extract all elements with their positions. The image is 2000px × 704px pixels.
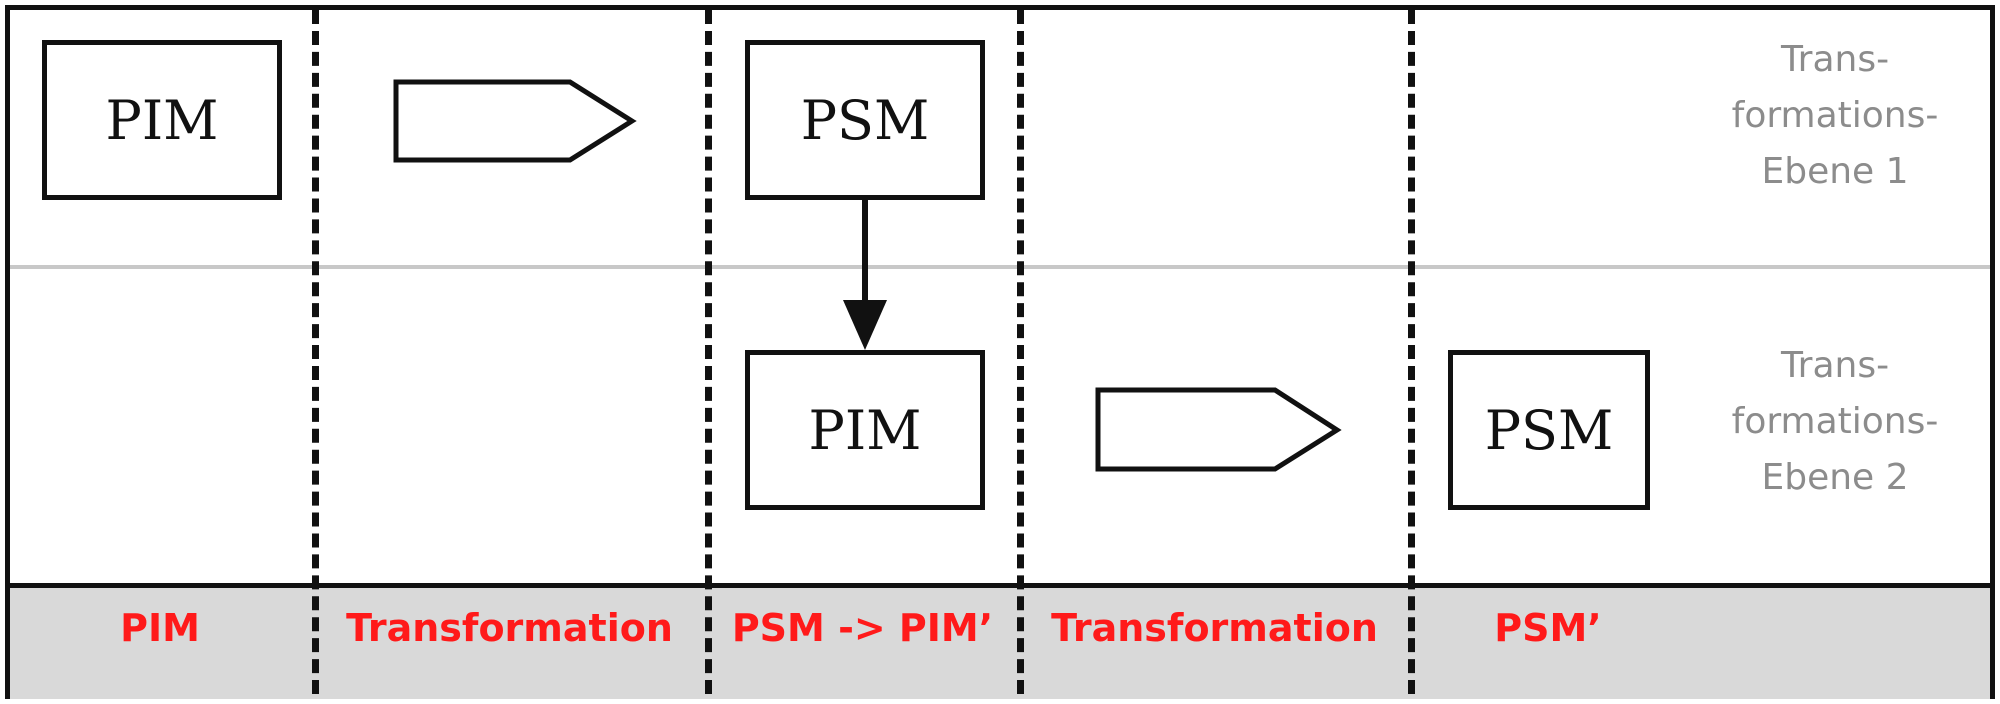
pim-box-level-1: PIM bbox=[42, 40, 282, 200]
psm-box-level-1: PSM bbox=[745, 40, 985, 200]
column-separator-1 bbox=[312, 10, 319, 694]
column-label-transformation-2: Transformation bbox=[1051, 606, 1378, 650]
row-label-level-1-line-3: Ebene 1 bbox=[1761, 151, 1909, 192]
pim-box-level-2: PIM bbox=[745, 350, 985, 510]
column-label-psm-prime: PSM’ bbox=[1494, 606, 1602, 650]
column-label-psm-to-pim: PSM -> PIM’ bbox=[731, 606, 994, 650]
column-separator-4 bbox=[1408, 10, 1415, 694]
pim-box-level-1-label: PIM bbox=[105, 88, 219, 152]
column-label-bar bbox=[10, 583, 1990, 699]
psm-box-level-1-label: PSM bbox=[800, 88, 930, 152]
pim-box-level-2-label: PIM bbox=[808, 398, 922, 462]
column-separator-2 bbox=[705, 10, 712, 694]
row-label-level-2: Trans- formations- Ebene 2 bbox=[1705, 338, 1965, 506]
column-label-pim: PIM bbox=[120, 606, 200, 650]
psm-box-level-2: PSM bbox=[1448, 350, 1650, 510]
level-divider bbox=[10, 265, 1990, 269]
column-separator-3 bbox=[1017, 10, 1024, 694]
row-label-level-1-line-2: formations- bbox=[1731, 95, 1939, 136]
transformation-arrow-level-2 bbox=[1095, 387, 1342, 472]
row-label-level-2-line-2: formations- bbox=[1731, 401, 1939, 442]
row-label-level-2-line-1: Trans- bbox=[1780, 345, 1890, 386]
row-label-level-1-line-1: Trans- bbox=[1780, 39, 1890, 80]
row-label-level-1: Trans- formations- Ebene 1 bbox=[1705, 32, 1965, 200]
row-label-level-2-line-3: Ebene 2 bbox=[1761, 457, 1909, 498]
column-label-transformation-1: Transformation bbox=[346, 606, 673, 650]
transformation-arrow-level-1 bbox=[393, 79, 637, 163]
psm-to-pim-arrowhead bbox=[843, 300, 887, 350]
psm-box-level-2-label: PSM bbox=[1484, 398, 1614, 462]
